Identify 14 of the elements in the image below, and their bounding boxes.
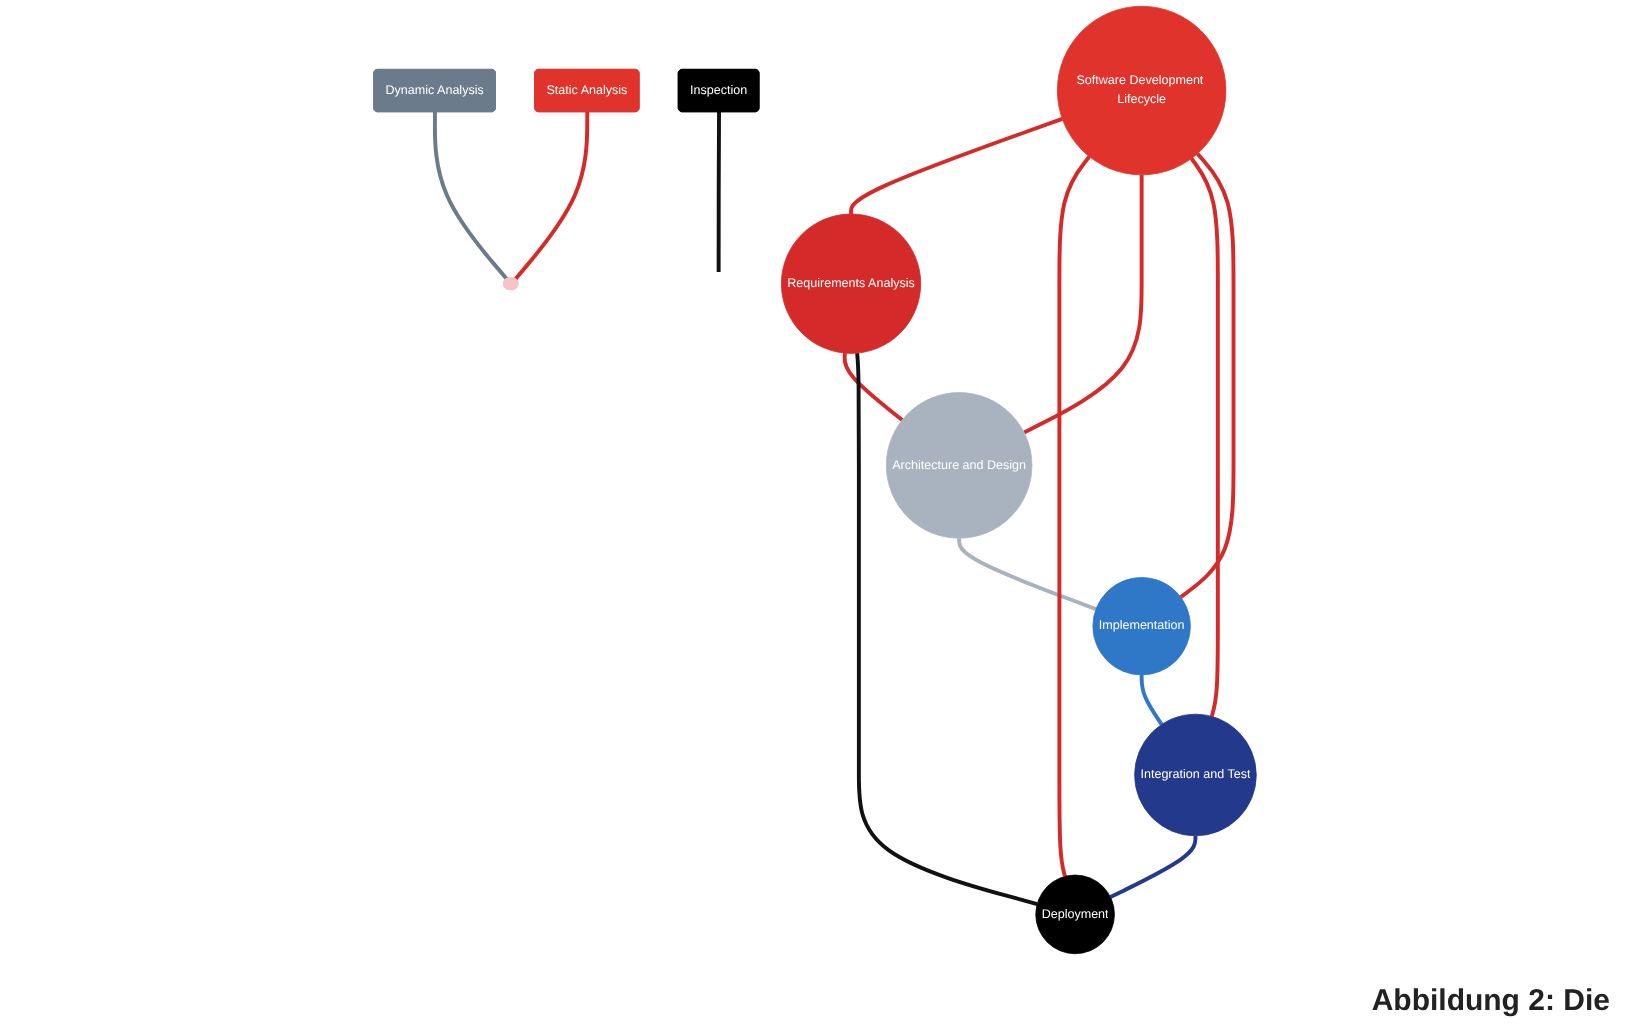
connector (1109, 835, 1198, 899)
connector (716, 112, 721, 272)
connector (514, 112, 590, 281)
connector (1023, 174, 1144, 435)
connector (1189, 157, 1220, 717)
connector (957, 538, 1097, 611)
connector (842, 352, 904, 422)
connector (849, 117, 1063, 214)
figure-caption: Abbildung 2: Die (1371, 984, 1610, 1018)
connector (855, 352, 1038, 906)
connector (1057, 155, 1091, 877)
connector (432, 112, 509, 281)
connector (1179, 152, 1236, 599)
connector (1139, 674, 1164, 726)
